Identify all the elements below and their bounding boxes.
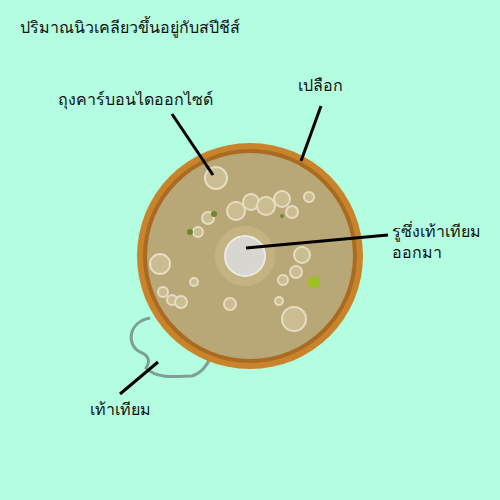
part-label: เปลือก (298, 76, 343, 97)
pore-halo (215, 226, 275, 286)
part-label: ถุงคาร์บอนไดออกไซด์ (58, 90, 213, 111)
spore-body (147, 153, 353, 359)
green-granule (308, 276, 320, 288)
spore-inner-ring (143, 149, 357, 363)
leader-lines (120, 106, 388, 394)
vacuoles (150, 167, 314, 331)
part-label: เท้าเทียม (90, 400, 151, 421)
spore-shell (137, 143, 363, 369)
part-label: รูซึ่งเท้าเทียม ออกมา (392, 222, 492, 264)
pore (225, 236, 265, 276)
diagram-title: ปริมาณนิวเคลียวขึ้นอยู่กับสปีชีส์ (20, 18, 240, 39)
